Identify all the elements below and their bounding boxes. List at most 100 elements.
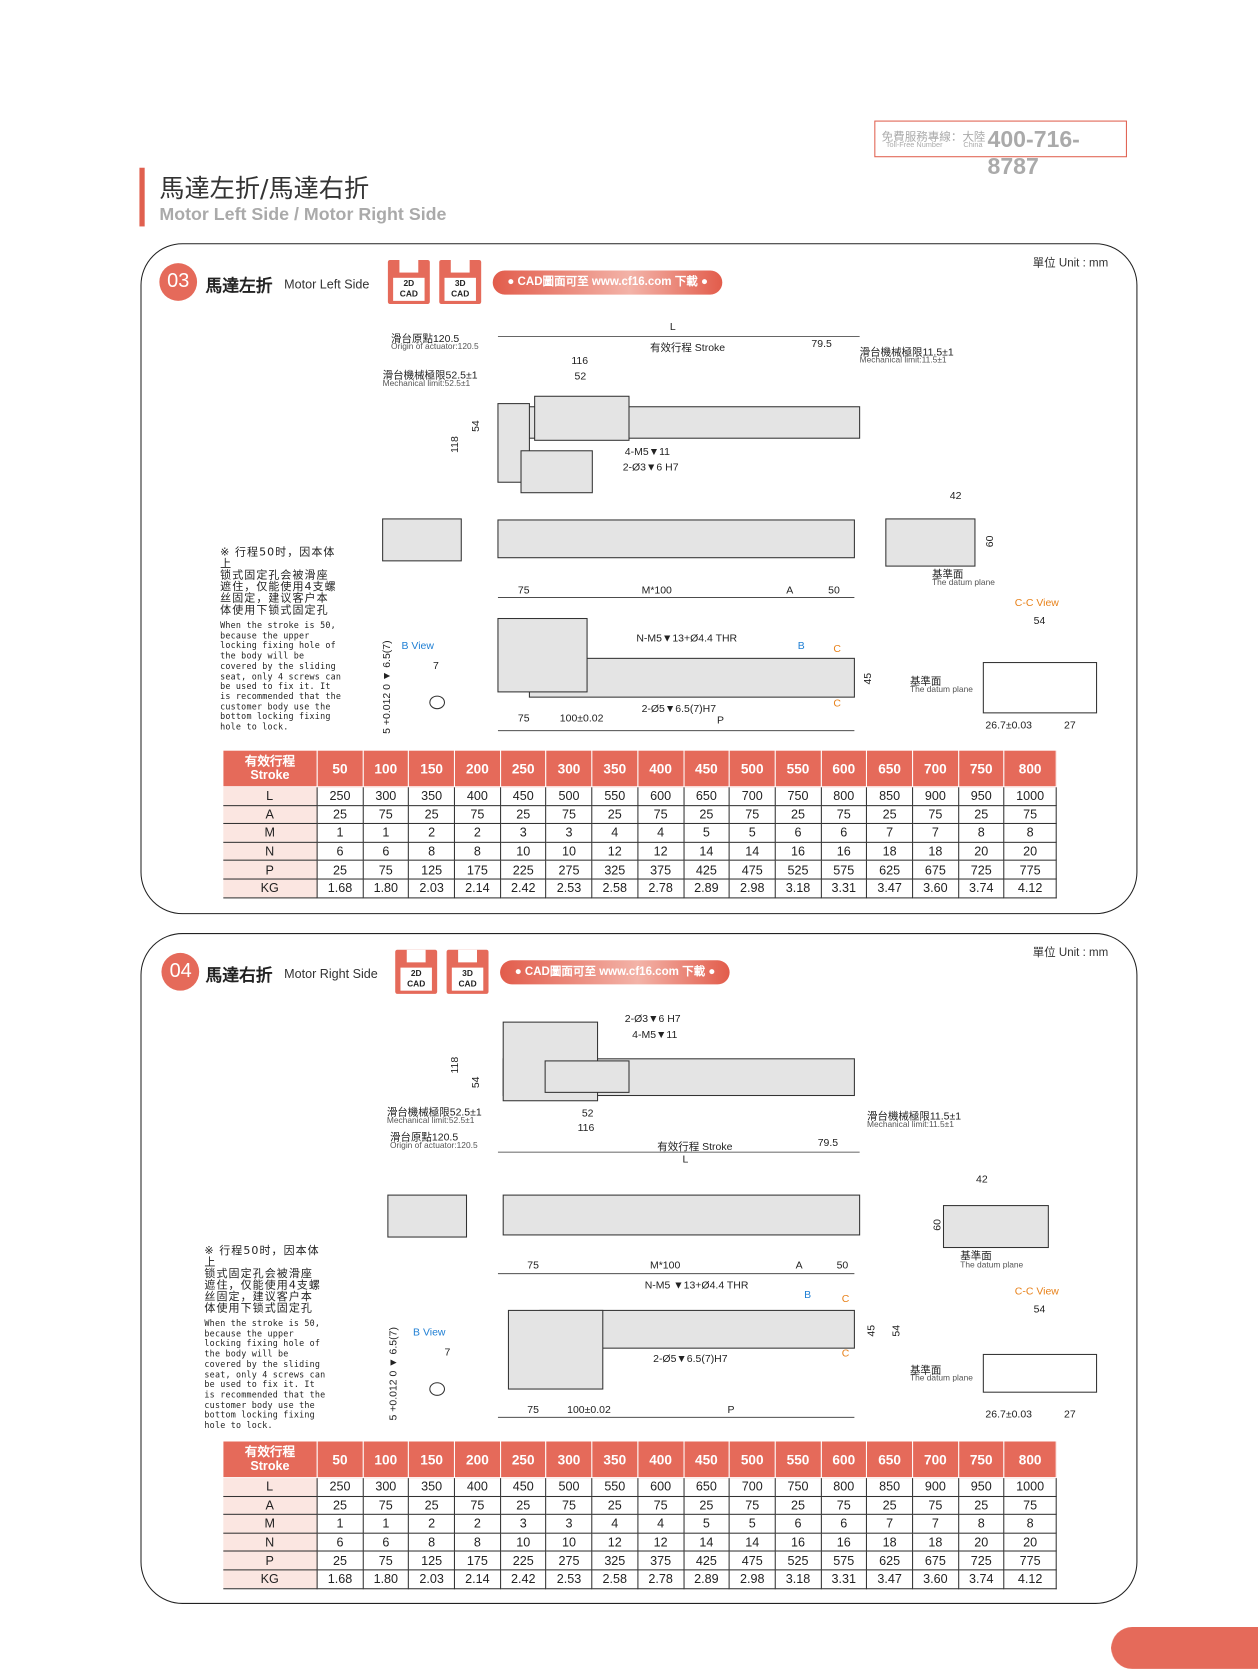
dim-datum1-en: The datum plane [931,577,995,588]
table-cell: 10 [499,841,547,862]
table-cell: 8 [957,1514,1005,1534]
table-cell: 2.42 [499,878,547,898]
stroke-700: 700 [911,749,959,788]
table-cell: 600 [637,1477,685,1497]
table-cell: 2.42 [499,1569,547,1589]
table-cell: 75 [911,1495,959,1516]
table-cell: 900 [911,786,959,806]
table-cell: 1 [316,1514,364,1534]
dim-d26-7: 26.7±0.03 [985,1408,1033,1421]
table-cell: 25 [957,1495,1005,1516]
table-cell: 7 [866,1514,914,1534]
dim-d54c: 54 [891,1324,903,1337]
table-cell: 1000 [1003,1477,1057,1497]
table-cell: 25 [591,804,639,825]
dim-L: L [669,321,676,334]
table-cell: 3.60 [911,1569,959,1589]
dim-d100: 100±0.02 [559,712,604,725]
table-cell: 2.03 [408,1569,456,1589]
table-cell: 900 [911,1477,959,1497]
table-cell: 675 [911,860,959,880]
dim-d79-5: 79.5 [817,1137,839,1149]
table-cell: 12 [637,1532,685,1552]
table-cell: 6 [362,1532,410,1552]
table-cell: 750 [774,1477,822,1497]
stroke-550: 550 [774,1440,822,1479]
note-cn: ※ 行程50时，因本体上 锁式固定孔会被滑座 遮住，仅能使用4支螺 丝固定，建议… [204,1244,321,1315]
dim-d60: 60 [984,535,996,548]
table-cell: 750 [774,786,822,806]
table-cell: 25 [866,1495,914,1516]
table-cell: 125 [408,860,456,880]
row-label: P [222,1550,318,1571]
table-cell: 25 [774,804,822,825]
table-cell: 75 [453,804,501,825]
table-cell: 800 [820,786,868,806]
table-cell: 175 [453,860,501,880]
table-cell: 6 [820,1514,868,1534]
table-cell: 25 [499,804,547,825]
floppy-icon [399,259,419,273]
stroke-50-note: ※ 行程50时，因本体上 锁式固定孔会被滑座 遮住，仅能使用4支螺 丝固定，建议… [220,547,346,732]
stroke-300: 300 [545,749,593,788]
dim-phi5: 2-Ø5▼6.5(7)H7 [641,703,717,715]
dim-origin-en: Origin of actuator:120.5 [391,341,479,352]
table-cell: 950 [957,1477,1005,1497]
cad-download-link[interactable]: ● CAD圖面可至 www.cf16.com 下載 ● [500,960,731,985]
table-cell: 250 [316,1477,364,1497]
stroke-800: 800 [1003,749,1057,788]
table-cell: 16 [820,1532,868,1552]
row-label: N [222,841,318,862]
table-cell: 3.74 [957,878,1005,898]
stroke-header-en: Stroke [250,767,290,783]
dim-d50: 50 [828,584,840,597]
end-view-right [885,518,976,567]
table-cell: 1 [362,1514,410,1534]
dim-datum1-en: The datum plane [960,1260,1024,1270]
cad-download-link[interactable]: ● CAD圖面可至 www.cf16.com 下載 ● [492,270,723,295]
stroke-600: 600 [820,1440,868,1479]
table-cell: 1 [362,823,410,843]
stroke-100: 100 [362,749,410,788]
slider-top [544,1060,630,1093]
dim-d75b: 75 [527,1404,539,1417]
table-cell: 500 [545,1477,593,1497]
stroke-200: 200 [453,749,501,788]
row-label: KG [222,878,318,898]
table-cell: 1.68 [316,878,364,898]
dim-mech-l-en: Mechanical limit:52.5±1 [382,378,471,388]
stroke-450: 450 [682,1440,730,1479]
stroke-200: 200 [453,1440,501,1479]
dim-d52: 52 [581,1108,594,1120]
table-cell: 18 [866,1532,914,1552]
dim-d100: 100±0.02 [567,1404,611,1417]
stroke-700: 700 [911,1440,959,1479]
stroke-800: 800 [1003,1440,1057,1479]
page-subtitle: Motor Left Side / Motor Right Side [159,204,447,225]
table-cell: 25 [957,804,1005,825]
cc-profile [982,1353,1098,1393]
table-cell: 1 [316,823,364,843]
table-cell: 325 [591,860,639,880]
table-cell: 5 [682,1514,730,1534]
table-cell: 350 [408,786,456,806]
dim-stroke: 有效行程 Stroke [649,342,726,355]
table-cell: 18 [911,1532,959,1552]
row-label: M [222,823,318,843]
dim-datum2-cn: 基準面 [909,1364,942,1377]
table-cell: 2.78 [637,878,685,898]
table-cell: 25 [408,804,456,825]
cc-profile [982,662,1098,714]
